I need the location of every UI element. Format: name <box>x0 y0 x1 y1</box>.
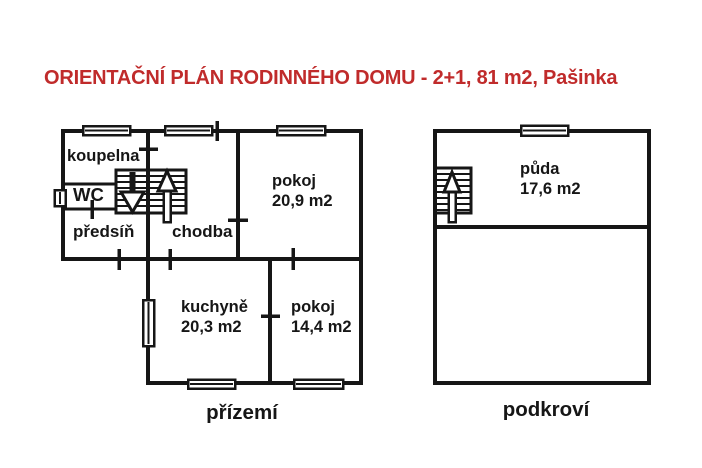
room-name: WC <box>73 184 104 205</box>
room-label-koupelna: koupelna <box>67 147 139 167</box>
room-label-predsin: předsíň <box>73 222 134 242</box>
ground-floor-walls <box>61 129 363 385</box>
ground-floor-windows <box>53 124 345 390</box>
window-icon <box>141 298 156 348</box>
door-ticks <box>90 121 295 318</box>
room-area: 20,3 m2 <box>181 317 242 336</box>
room-label-kuchyne: kuchyně 20,3 m2 <box>181 298 248 337</box>
staircase-down-arrow-icon <box>118 172 147 216</box>
window-icon <box>186 378 237 390</box>
room-label-pokoj-2: pokoj 14,4 m2 <box>291 298 352 337</box>
window-icon <box>163 124 214 137</box>
window-icon <box>275 124 327 137</box>
room-area: 14,4 m2 <box>291 317 352 336</box>
staircase-icon <box>114 167 188 224</box>
room-name: pokoj <box>291 298 335 316</box>
room-label-puda: půda 17,6 m2 <box>520 160 581 199</box>
room-area: 20,9 m2 <box>272 191 333 210</box>
wc-walls <box>63 182 116 211</box>
ground-floor-plan <box>53 121 363 390</box>
window-icon <box>519 124 570 137</box>
room-name: chodba <box>172 222 233 241</box>
room-name: předsíň <box>73 222 135 241</box>
attic-floor-plan <box>433 124 651 385</box>
room-name: kuchyně <box>181 298 248 316</box>
room-name: koupelna <box>67 147 140 165</box>
room-name: pokoj <box>272 172 316 190</box>
window-icon <box>53 188 67 208</box>
staircase-up-arrow-icon <box>441 167 463 224</box>
window-icon <box>292 378 345 390</box>
staircase-up-arrow-icon <box>155 167 179 224</box>
room-area: 17,6 m2 <box>520 179 581 198</box>
room-name: půda <box>520 160 560 178</box>
room-label-wc: WC <box>73 185 104 205</box>
floor-label-podkrovi: podkroví <box>502 398 590 421</box>
staircase-icon <box>433 166 473 224</box>
page-title: ORIENTAČNÍ PLÁN RODINNÉHO DOMU - 2+1, 81… <box>44 67 618 89</box>
room-label-chodba: chodba <box>172 222 232 242</box>
window-icon <box>81 124 132 137</box>
room-label-pokoj-1: pokoj 20,9 m2 <box>272 172 333 211</box>
floor-label-prizemi: přízemí <box>206 401 278 424</box>
